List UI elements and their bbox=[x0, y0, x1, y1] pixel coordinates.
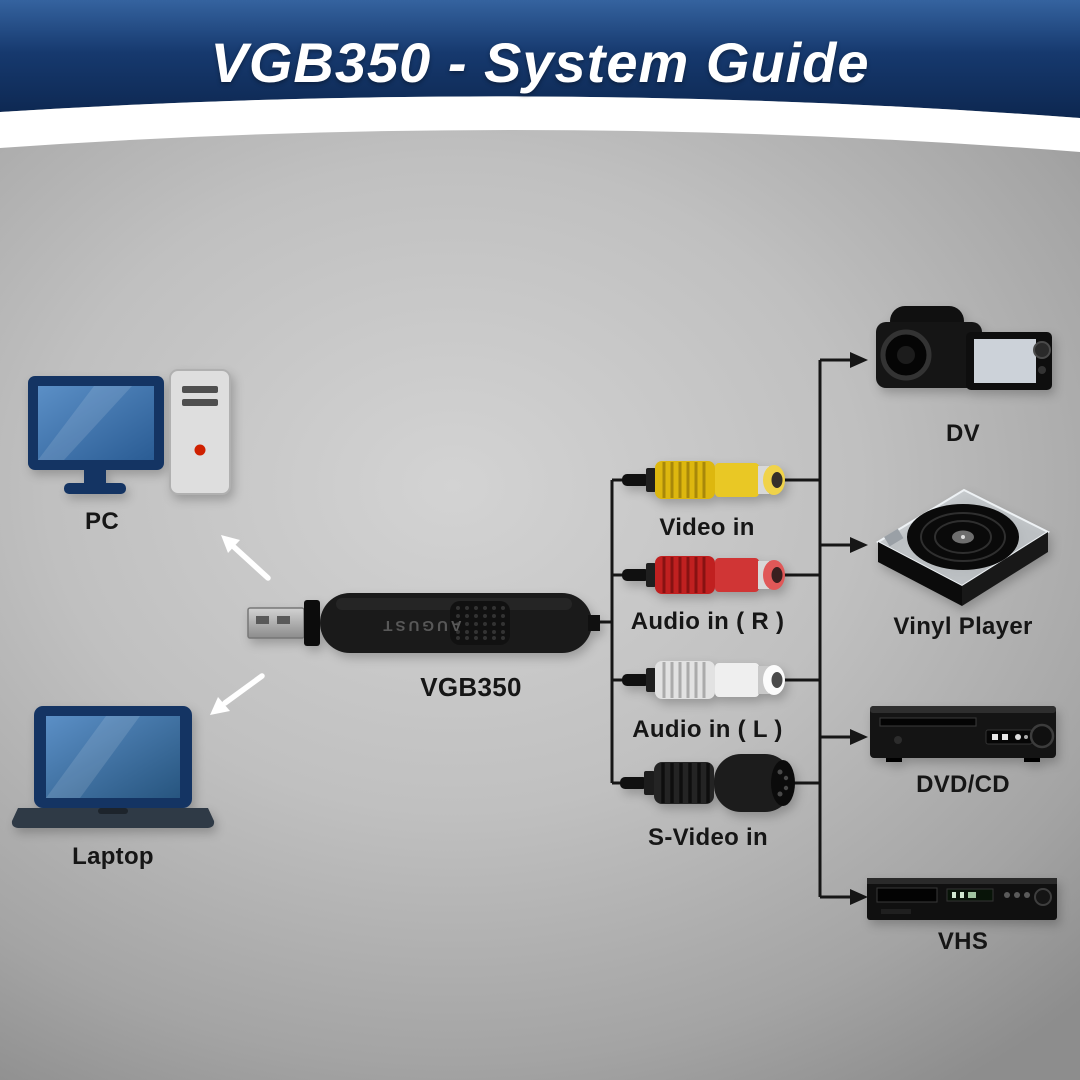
vhs-label: VHS bbox=[937, 928, 989, 955]
vinyl-player-icon bbox=[875, 488, 1051, 606]
audio-in-l-label: Audio in ( L ) bbox=[632, 716, 783, 743]
pc-label: PC bbox=[85, 508, 119, 535]
video-in-label: Video in bbox=[659, 514, 755, 541]
s-video-in-label: S-Video in bbox=[648, 824, 768, 851]
device-brand-text: AUGUST bbox=[380, 617, 462, 634]
vinyl-player-label: Vinyl Player bbox=[893, 613, 1033, 640]
arrowheads-to-sources bbox=[850, 352, 868, 905]
dvd-player-icon bbox=[870, 706, 1056, 762]
laptop-label: Laptop bbox=[72, 843, 154, 870]
dv-camcorder-icon bbox=[876, 306, 1052, 390]
pc-icon bbox=[28, 369, 231, 495]
s-video-connector bbox=[620, 754, 795, 812]
arrows-to-computers bbox=[222, 544, 271, 706]
laptop-icon bbox=[11, 706, 215, 828]
audio-in-r-connector bbox=[622, 556, 785, 594]
audio-in-r-label: Audio in ( R ) bbox=[630, 608, 785, 635]
vhs-player-icon bbox=[867, 878, 1057, 920]
capture-device-label: VGB350 bbox=[420, 672, 522, 702]
video-in-connector bbox=[622, 461, 785, 499]
page-title: VGB350 - System Guide bbox=[210, 31, 870, 94]
dv-label: DV bbox=[946, 420, 980, 447]
header-band bbox=[0, 0, 1080, 152]
dvd-cd-label: DVD/CD bbox=[916, 771, 1010, 798]
audio-in-l-connector bbox=[622, 661, 785, 699]
capture-device-icon bbox=[247, 593, 600, 653]
